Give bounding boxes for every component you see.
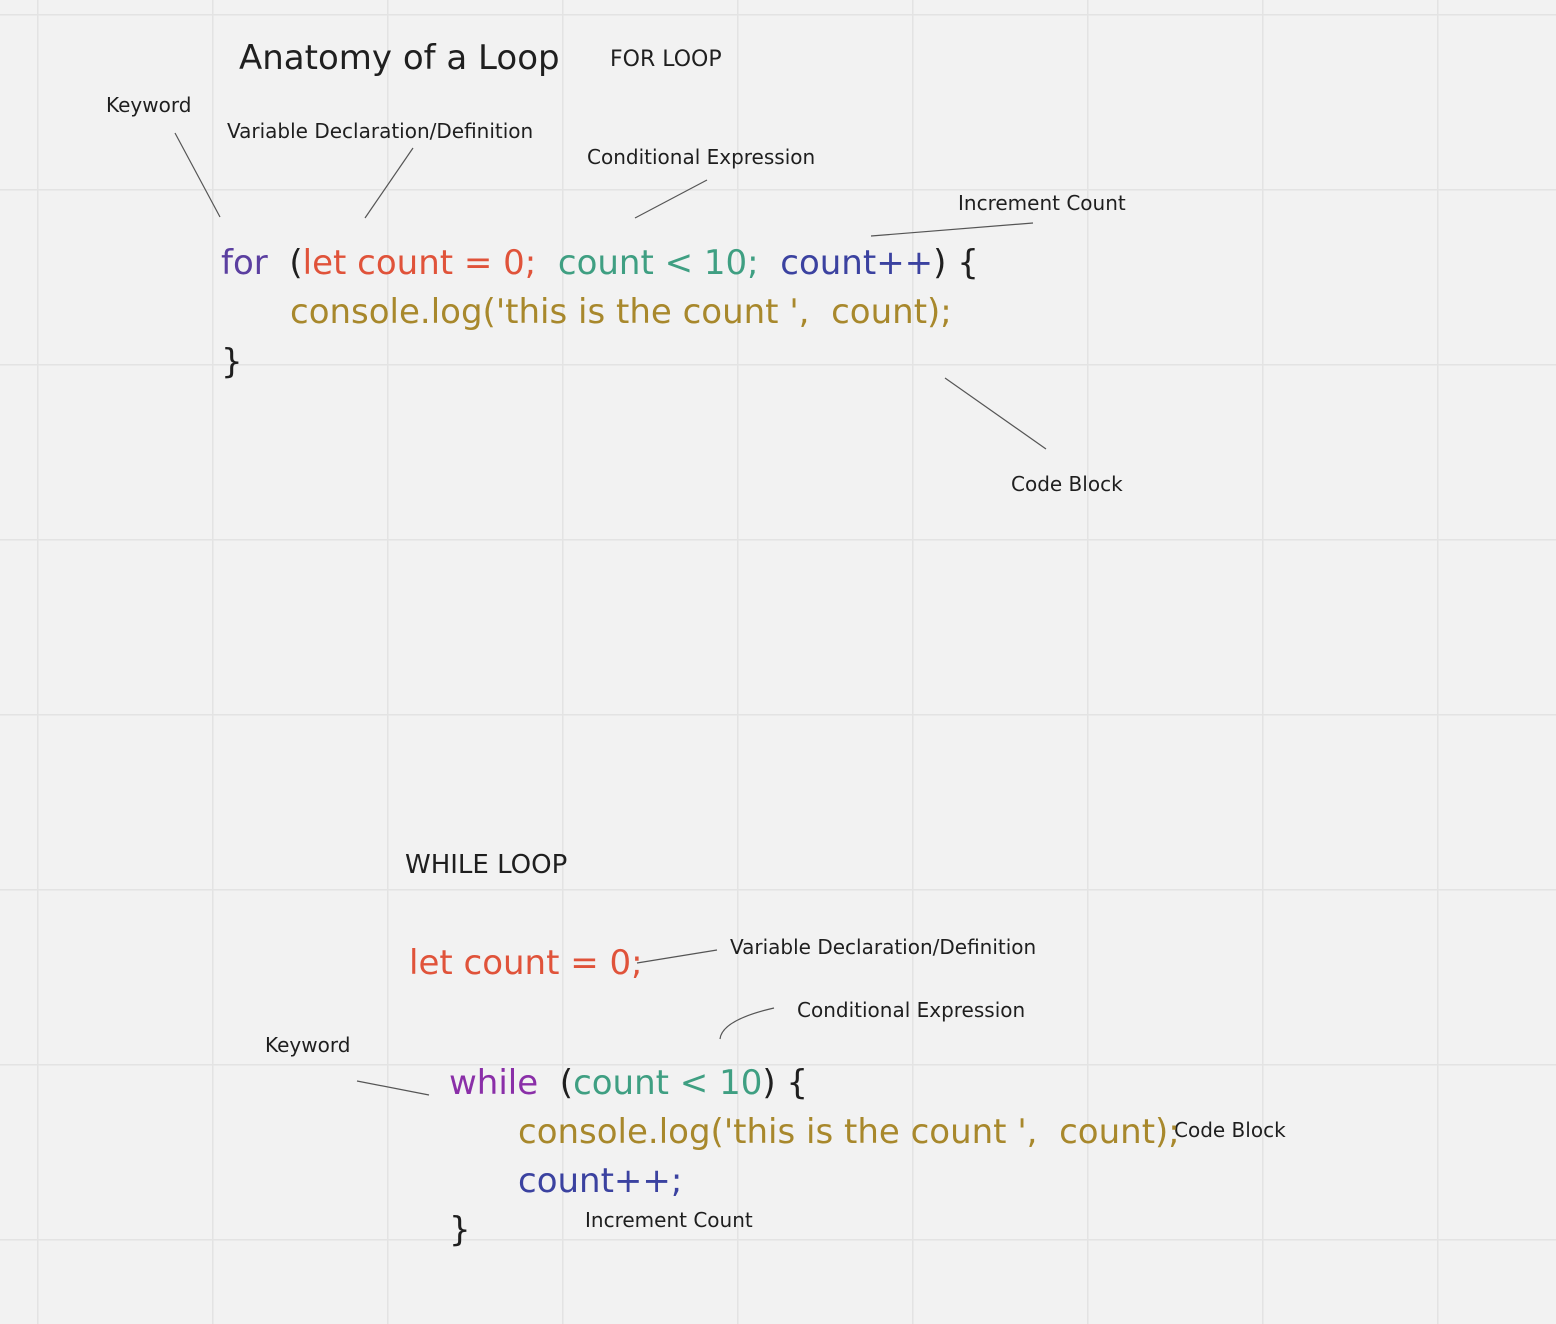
for-close-paren-brace: ) {: [933, 243, 979, 283]
while-loop-header-line: while (count < 10) {: [449, 1066, 808, 1100]
page-title: Anatomy of a Loop: [239, 38, 560, 78]
for-increment-leader: [870, 222, 1034, 237]
while-keyword: while: [449, 1063, 539, 1103]
for-loop-header-line: for (let count = 0; count < 10; count++)…: [221, 246, 979, 280]
while-loop-heading: WHILE LOOP: [405, 850, 568, 880]
for-condition: count < 10;: [557, 243, 759, 283]
for-condition-leader: [634, 179, 708, 219]
while-increment: count++;: [518, 1161, 683, 1201]
while-init: let count = 0;: [409, 943, 643, 983]
for-variable-label: Variable Declaration/Definition: [227, 119, 534, 143]
for-increment: count++: [780, 243, 934, 283]
while-close-brace: }: [449, 1210, 471, 1250]
for-close-brace: }: [221, 342, 243, 382]
while-close-paren-brace: ) {: [762, 1063, 809, 1103]
for-open-paren: (: [289, 243, 303, 283]
for-code-block-label: Code Block: [1011, 472, 1123, 496]
while-condition-leader: [719, 1007, 775, 1040]
while-variable-leader: [636, 949, 718, 964]
for-increment-label: Increment Count: [958, 191, 1126, 215]
for-keyword: for: [221, 243, 268, 283]
while-keyword-label: Keyword: [265, 1033, 351, 1057]
for-variable-leader: [364, 147, 414, 219]
for-code-block-leader: [944, 377, 1047, 450]
while-body: console.log('this is the count ', count)…: [518, 1112, 1180, 1152]
for-loop-heading: FOR LOOP: [610, 47, 722, 72]
for-keyword-leader: [174, 132, 221, 218]
for-keyword-label: Keyword: [106, 93, 192, 117]
while-keyword-leader: [356, 1080, 430, 1096]
for-init: let count = 0;: [302, 243, 537, 283]
for-condition-label: Conditional Expression: [587, 145, 816, 169]
while-open-paren: (: [559, 1063, 574, 1103]
for-body: console.log('this is the count ', count)…: [290, 292, 952, 332]
while-condition: count < 10: [573, 1063, 763, 1103]
while-condition-label: Conditional Expression: [797, 998, 1026, 1022]
while-variable-label: Variable Declaration/Definition: [730, 935, 1037, 959]
while-code-block-label: Code Block: [1174, 1118, 1286, 1142]
while-increment-label: Increment Count: [585, 1208, 753, 1232]
